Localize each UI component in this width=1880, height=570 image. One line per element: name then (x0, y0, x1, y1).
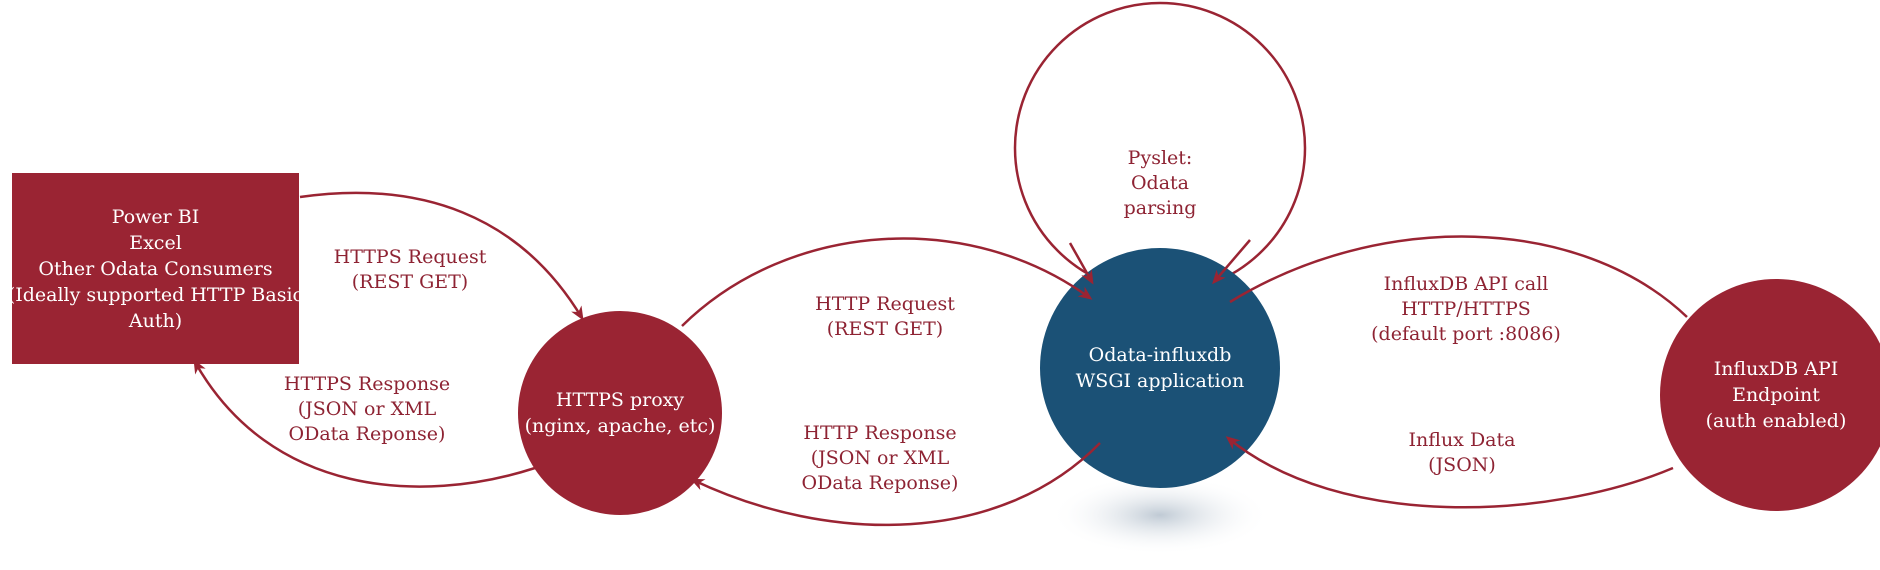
consumers-line-4: (Ideally supported HTTP Basic (7, 283, 304, 306)
consumers-node-box (12, 173, 299, 364)
influx-call-line-3: (default port :8086) (1371, 323, 1561, 345)
app-line-2: WSGI application (1075, 370, 1245, 392)
https-request-line-2: (REST GET) (351, 271, 469, 293)
http-response-line-2: (JSON or XML (810, 447, 950, 469)
influx-line-3: (auth enabled) (1705, 410, 1847, 432)
https-request-label: HTTPS Request (REST GET) (310, 245, 510, 295)
influx-call-arrow (1229, 235, 1688, 318)
https-response-arrow (193, 359, 536, 488)
http-request-line-1: HTTP Request (815, 293, 955, 315)
pyslet-line-1: Pyslet: (1127, 147, 1193, 169)
influx-call-label: InfluxDB API call HTTP/HTTPS (default po… (1346, 272, 1586, 347)
http-request-label: HTTP Request (REST GET) (785, 292, 985, 342)
influx-data-label: Influx Data (JSON) (1362, 428, 1562, 478)
influx-call-line-2: HTTP/HTTPS (1401, 298, 1531, 320)
https-request-arrow (299, 191, 584, 321)
consumers-line-1: Power BI (111, 205, 200, 228)
influx-line-1: InfluxDB API (1713, 358, 1839, 380)
http-request-line-2: (REST GET) (826, 318, 944, 340)
consumers-line-5: Auth) (128, 309, 183, 332)
proxy-line-1: HTTPS proxy (555, 389, 685, 411)
app-node-circle (1040, 248, 1280, 488)
influx-node-label: InfluxDB API Endpoint (auth enabled) (1660, 353, 1880, 437)
http-response-label: HTTP Response (JSON or XML OData Reponse… (780, 421, 980, 496)
proxy-node-circle (518, 311, 722, 515)
http-request-arrow (681, 237, 1093, 327)
https-response-line-2: (JSON or XML (297, 398, 437, 420)
influx-data-arrow (1225, 436, 1674, 509)
https-request-line-1: HTTPS Request (333, 246, 487, 268)
pyslet-line-2: Odata (1130, 172, 1190, 194)
consumers-line-3: Other Odata Consumers (38, 257, 273, 280)
http-response-line-3: OData Reponse) (801, 472, 959, 494)
proxy-line-2: (nginx, apache, etc) (524, 415, 716, 437)
pyslet-line-3: parsing (1123, 197, 1197, 219)
app-line-1: Odata-influxdb (1088, 344, 1232, 366)
consumers-line-2: Excel (129, 231, 182, 254)
app-node-shadow (1050, 475, 1270, 555)
pyslet-out-arrow-head (1068, 242, 1094, 285)
pyslet-label: Pyslet: Odata parsing (1060, 146, 1260, 221)
http-response-arrow (690, 442, 1101, 527)
https-response-label: HTTPS Response (JSON or XML OData Repons… (267, 372, 467, 447)
influx-node-circle (1660, 279, 1880, 511)
proxy-node-label: HTTPS proxy (nginx, apache, etc) (518, 383, 722, 443)
influx-line-2: Endpoint (1732, 384, 1820, 406)
influx-data-line-1: Influx Data (1408, 429, 1516, 451)
app-node-label: Odata-influxdb WSGI application (1040, 338, 1280, 398)
influx-data-line-2: (JSON) (1428, 454, 1496, 476)
https-response-line-1: HTTPS Response (283, 373, 451, 395)
http-response-line-1: HTTP Response (803, 422, 957, 444)
consumers-node-label: Power BI Excel Other Odata Consumers (Id… (8, 173, 303, 364)
influx-call-line-1: InfluxDB API call (1383, 273, 1549, 295)
pyslet-in-arrow-head (1212, 239, 1251, 285)
https-response-line-3: OData Reponse) (288, 423, 446, 445)
